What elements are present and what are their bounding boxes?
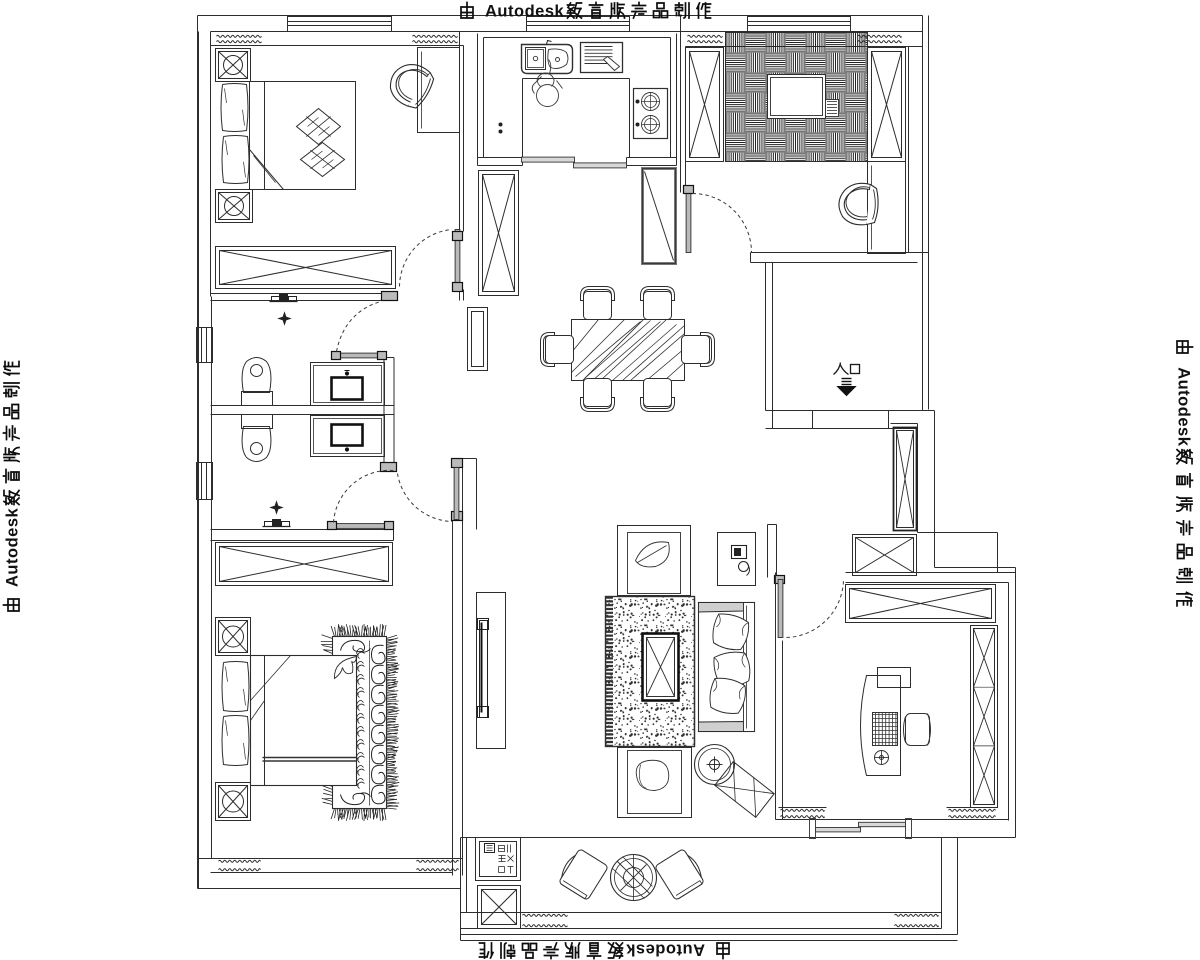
svg-text:Autodesk: Autodesk [485,3,565,21]
svg-text:Autodesk: Autodesk [4,508,22,588]
svg-text:Autodesk: Autodesk [1175,367,1193,447]
svg-text:Autodesk: Autodesk [626,941,706,959]
